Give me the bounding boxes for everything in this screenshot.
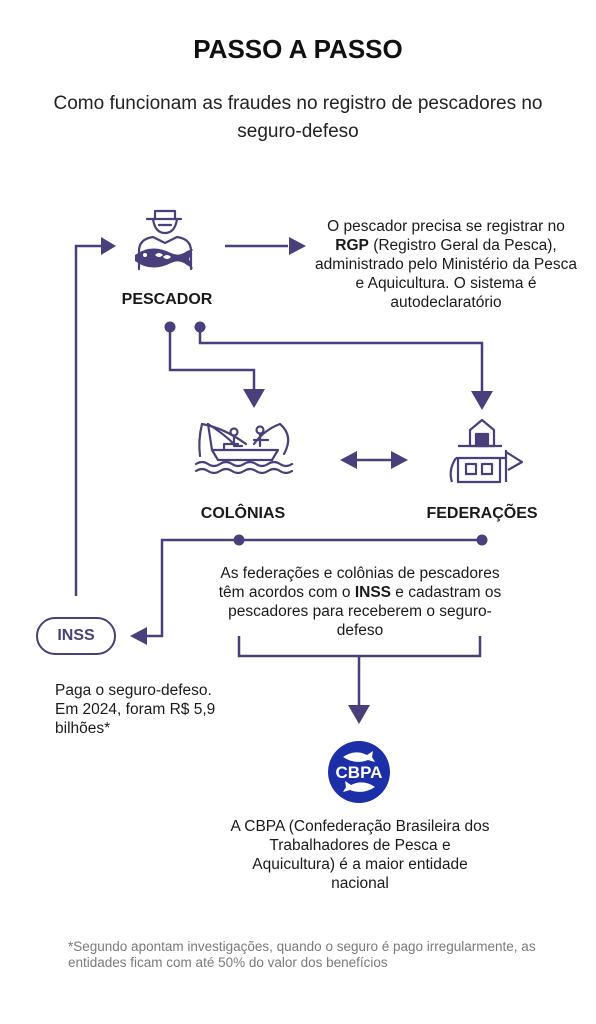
inss-description: Paga o seguro-defeso. Em 2024, foram R$ … [55,682,216,737]
entities-description: As federações e colônias de pescadores t… [218,565,502,639]
colonias-label: COLÔNIAS [200,505,286,522]
fisherman-icon [135,209,193,271]
arrowhead-to-federacoes [471,391,493,410]
connector-entities-to-inss [146,538,482,638]
building-flag-icon [449,418,524,484]
arrowhead-to-desc [289,237,306,255]
cbpa-logo: CBPA [328,741,390,803]
connector-pescador-federacoes [198,328,484,392]
pescador-label: PESCADOR [121,291,213,308]
arrow-inss-to-pescador [74,244,102,596]
dot-pescador-left [164,321,176,333]
arrowhead-to-colonias [243,389,265,408]
cbpa-logo-text: CBPA [336,763,383,782]
arrowhead-left-colonias [340,451,357,469]
cbpa-description: A CBPA (Confederação Brasileira dos Trab… [230,818,490,892]
page-title: PASSO A PASSO [193,34,403,64]
arrowhead-to-pescador [101,237,116,255]
arrowhead-to-inss [130,627,147,645]
federacoes-label: FEDERAÇÕES [426,505,538,522]
pescador-description: O pescador precisa se registrar no RGP (… [315,218,577,311]
connector-pescador-colonias [168,328,256,390]
footnote: *Segundo apontam investigações, quando o… [68,939,536,970]
dot-pescador-right [194,321,206,333]
page-subtitle: Como funcionam as fraudes no registro de… [53,93,543,142]
dot-colonias [233,534,245,546]
fishing-boat-icon [194,422,294,474]
arrowhead-to-cbpa [348,705,370,724]
arrowhead-right-federacoes [391,451,408,469]
inss-box: INSS [36,617,116,655]
dot-federacoes [476,534,488,546]
